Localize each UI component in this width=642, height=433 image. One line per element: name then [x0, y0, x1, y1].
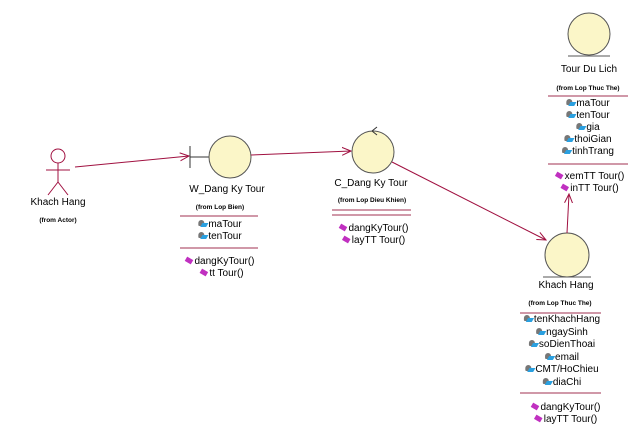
attribute-icon	[528, 340, 538, 348]
boundary-icon[interactable]	[189, 135, 252, 179]
entity-tour-name: Tour Du Lich	[560, 64, 618, 75]
link-control-khachhang[interactable]	[391, 161, 546, 240]
attribute: tinhTrang	[562, 146, 614, 158]
attribute-icon	[198, 220, 207, 228]
attribute: CMT/HoChieu	[525, 364, 599, 376]
actor-from: (from Actor)	[39, 217, 77, 224]
entity-khachhang-from: (from Lop Thuc The)	[528, 300, 592, 307]
link-khachhang-tour[interactable]	[567, 194, 569, 234]
attribute: maTour	[566, 98, 610, 110]
control-from: (from Lop Dieu Khien)	[337, 197, 407, 204]
operation: tt Tour()	[199, 268, 244, 280]
attribute: maTour	[198, 219, 242, 231]
boundary-from: (from Lop Bien)	[195, 204, 245, 211]
entity-tour-icon[interactable]	[567, 12, 611, 57]
operation: inTT Tour()	[560, 183, 619, 195]
attribute-icon	[564, 135, 573, 143]
operation: dangKyTour()	[184, 256, 255, 268]
attribute: ngaySinh	[536, 327, 588, 339]
actor-name: Khach Hang	[30, 197, 86, 208]
boundary-name: W_Dang Ky Tour	[189, 184, 265, 195]
attribute: email	[545, 352, 579, 364]
entity-khachhang-icon[interactable]	[543, 232, 591, 278]
attribute: tenKhachHang	[523, 314, 600, 326]
operation: layTT Tour()	[341, 235, 405, 247]
attribute-icon	[525, 365, 534, 373]
operation-icon	[560, 183, 570, 192]
operation-icon	[533, 414, 543, 423]
operation: xemTT Tour()	[554, 171, 624, 183]
operation: dangKyTour()	[530, 402, 601, 414]
attribute-icon	[562, 147, 571, 155]
attribute-icon	[542, 378, 552, 386]
attribute: tenTour	[566, 110, 610, 122]
link-boundary-control[interactable]	[250, 151, 351, 155]
attribute-icon	[566, 99, 575, 107]
operation-icon	[530, 402, 540, 411]
operation-icon	[338, 223, 348, 232]
attribute-icon	[523, 315, 533, 323]
attribute-icon	[198, 232, 207, 240]
attribute: diaChi	[542, 377, 581, 389]
attribute: gia	[576, 122, 600, 134]
link-actor-boundary[interactable]	[74, 156, 189, 168]
attribute: thoiGian	[564, 134, 612, 146]
operation: layTT Tour()	[533, 414, 597, 426]
operation-icon	[554, 171, 564, 180]
attribute-icon	[545, 353, 554, 361]
attribute-icon	[566, 111, 575, 119]
operation-icon	[184, 256, 194, 265]
control-icon[interactable]	[351, 126, 395, 174]
entity-khachhang-name: Khach Hang	[538, 280, 594, 291]
actor-icon[interactable]	[46, 148, 70, 196]
attribute-icon	[536, 328, 545, 336]
operation-icon	[341, 235, 351, 244]
control-name: C_Dang Ky Tour	[334, 178, 408, 189]
entity-tour-from: (from Lop Thuc The)	[556, 85, 620, 92]
attribute: tenTour	[198, 231, 242, 243]
operation-icon	[199, 268, 209, 277]
attribute-icon	[576, 123, 585, 131]
attribute: soDienThoai	[528, 339, 595, 351]
operation: dangKyTour()	[338, 223, 409, 235]
